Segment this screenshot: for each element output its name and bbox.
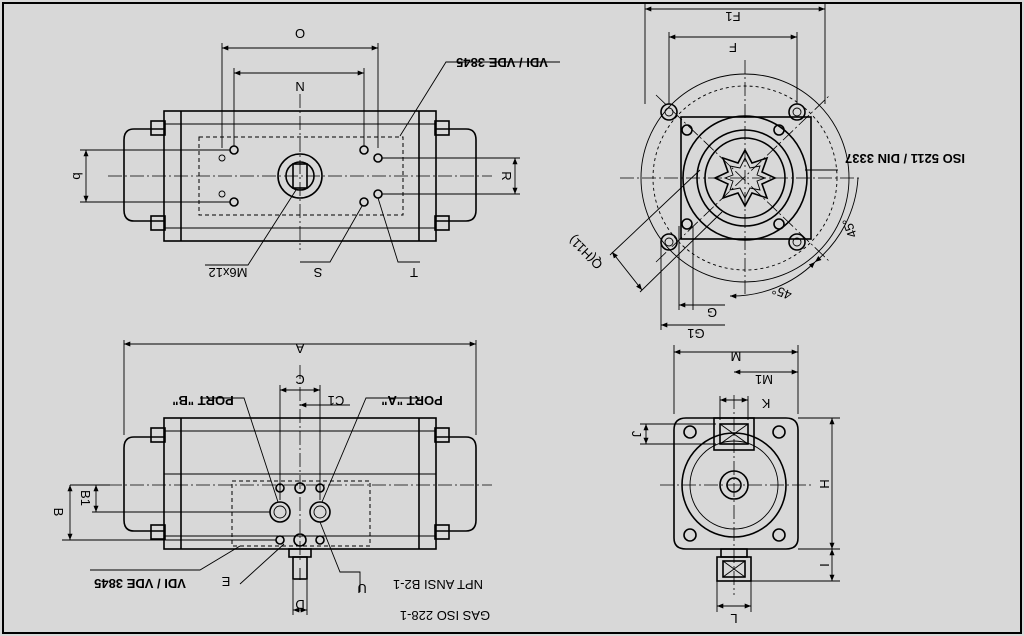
label-D: D: [295, 597, 304, 612]
label-vdi-top: VDI / VDE 3845: [456, 55, 548, 70]
label-angle-2: 45°: [839, 216, 860, 240]
label-C1: C1: [328, 393, 345, 408]
label-B: B: [51, 508, 66, 517]
label-E: E: [221, 574, 230, 589]
label-M: M: [731, 349, 742, 364]
label-Q: Q(H11): [566, 232, 606, 272]
label-angle-1: 45°: [770, 282, 794, 303]
label-T: T: [410, 265, 418, 280]
front-view: A C C1 PORT "B" PORT "A" B B1 VDI / VDE …: [51, 340, 492, 623]
label-R: R: [499, 171, 514, 180]
label-O: O: [295, 26, 305, 41]
label-S: S: [313, 265, 322, 280]
label-iso: ISO 5211 / DIN 3337: [845, 151, 965, 166]
label-M1: M1: [755, 372, 773, 387]
label-J: J: [629, 431, 644, 438]
label-N: N: [295, 79, 304, 94]
label-b: b: [70, 172, 85, 179]
label-I: I: [817, 563, 832, 567]
label-port-a: PORT "A": [381, 393, 442, 408]
top-view: O N b R VDI / VDE 3845 M6x12 S T: [70, 26, 560, 280]
label-H: H: [817, 479, 832, 488]
label-F1: F1: [725, 9, 740, 24]
label-C: C: [295, 372, 304, 387]
label-G: G: [707, 305, 717, 320]
label-A: A: [295, 341, 304, 356]
label-U: U: [357, 581, 366, 596]
label-K: K: [761, 396, 770, 411]
label-L: L: [730, 611, 737, 626]
label-F: F: [729, 40, 737, 55]
label-G1: G1: [687, 326, 704, 341]
label-port-b: PORT "B": [172, 393, 233, 408]
side-view: M M1 K J H I L: [629, 345, 840, 626]
label-gas: GAS ISO 228-1: [400, 608, 490, 623]
label-vdi-front: VDI / VDE 3845: [94, 576, 186, 591]
label-B1: B1: [78, 490, 93, 506]
flange-view: F1 F ISO 5211 / DIN 3337 Q(H11) G G1 45°…: [566, 4, 965, 341]
label-m6x12: M6x12: [208, 265, 247, 280]
label-npt: NPT ANSI B2-1: [393, 577, 483, 592]
